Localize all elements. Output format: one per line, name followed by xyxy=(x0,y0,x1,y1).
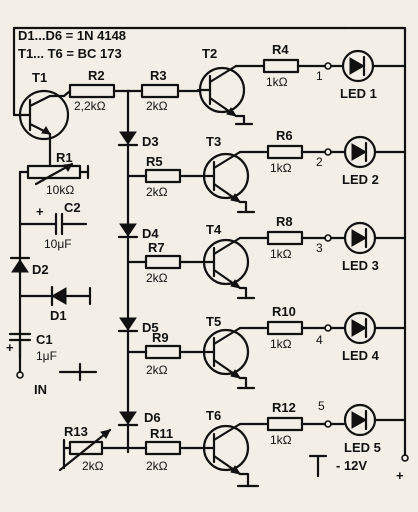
label-r7: R7 xyxy=(148,240,165,255)
label-r8: R8 xyxy=(276,214,293,229)
label-d3: D3 xyxy=(142,134,159,149)
label-t2: T2 xyxy=(202,46,217,61)
node-5: 5 xyxy=(318,399,325,413)
label-led5: LED 5 xyxy=(344,440,381,455)
wire-supply-positive xyxy=(343,26,407,457)
label-d5: D5 xyxy=(142,320,159,335)
label-r13-value: 2kΩ xyxy=(82,459,104,473)
label-r11: R11 xyxy=(150,426,173,441)
label-r2: R2 xyxy=(88,68,105,83)
emitter-grounds xyxy=(234,114,260,488)
label-t3: T3 xyxy=(206,134,221,149)
resistor-r3 xyxy=(140,83,180,99)
label-r6-value: 1kΩ xyxy=(270,161,292,175)
node-2: 2 xyxy=(316,155,323,169)
label-c2: C2 xyxy=(64,200,81,215)
label-r10: R10 xyxy=(272,304,296,319)
label-r9: R9 xyxy=(152,330,169,345)
label-d6: D6 xyxy=(144,410,161,425)
label-c2-value: 10μF xyxy=(44,237,72,251)
capacitor-c2 xyxy=(18,212,88,236)
label-r3-value: 2kΩ xyxy=(146,99,168,113)
label-r6: R6 xyxy=(276,128,293,143)
resistor-r2 xyxy=(68,83,116,99)
label-r1-value: 10kΩ xyxy=(46,183,74,197)
transistor-t4 xyxy=(184,236,250,290)
label-led3: LED 3 xyxy=(342,258,379,273)
label-r3: R3 xyxy=(150,68,167,83)
label-r10-value: 1kΩ xyxy=(270,337,292,351)
label-led4: LED 4 xyxy=(342,348,380,363)
label-led2: LED 2 xyxy=(342,172,379,187)
label-c1-value: 1μF xyxy=(36,349,57,363)
label-t1: T1 xyxy=(32,70,47,85)
label-r7-value: 2kΩ xyxy=(146,271,168,285)
supply-voltage: - 12V xyxy=(336,458,367,473)
led-branches xyxy=(234,49,407,437)
node-3: 3 xyxy=(316,241,323,255)
label-d1: D1 xyxy=(50,308,67,323)
capacitor-c1 xyxy=(8,332,32,379)
potentiometer-r13 xyxy=(58,428,130,472)
header-line1: D1...D6 = 1N 4148 xyxy=(18,28,126,43)
label-r12-value: 1kΩ xyxy=(270,433,292,447)
label-t6: T6 xyxy=(206,408,221,423)
label-r1: R1 xyxy=(56,150,73,165)
label-r4-value: 1kΩ xyxy=(266,75,288,89)
diode-d2 xyxy=(9,256,31,273)
label-r8-value: 1kΩ xyxy=(270,247,292,261)
label-r12: R12 xyxy=(272,400,296,415)
transistor-t2 xyxy=(196,64,246,118)
label-r9-value: 2kΩ xyxy=(146,363,168,377)
label-c1: C1 xyxy=(36,332,53,347)
c2-plus: + xyxy=(36,204,44,219)
label-r11-value: 2kΩ xyxy=(146,459,168,473)
label-r5-value: 2kΩ xyxy=(146,185,168,199)
diode-ladder xyxy=(117,131,188,456)
supply-plus: + xyxy=(396,468,404,483)
label-d4: D4 xyxy=(142,226,159,241)
input-label: IN xyxy=(34,382,47,397)
label-r2-value: 2,2kΩ xyxy=(74,99,106,113)
c1-plus: + xyxy=(6,340,14,355)
label-r13: R13 xyxy=(64,424,88,439)
label-r5: R5 xyxy=(146,154,163,169)
supply-terminal xyxy=(308,454,409,478)
label-t4: T4 xyxy=(206,222,222,237)
label-r4: R4 xyxy=(272,42,289,57)
transistor-t6 xyxy=(184,422,250,476)
header-line2: T1... T6 = BC 173 xyxy=(18,46,122,61)
label-d2: D2 xyxy=(32,262,49,277)
transistor-t3 xyxy=(184,150,250,204)
node-1: 1 xyxy=(316,69,323,83)
transistor-t5 xyxy=(184,326,250,380)
diode-d1 xyxy=(18,285,92,307)
node-4: 4 xyxy=(316,333,323,347)
label-led1: LED 1 xyxy=(340,86,377,101)
transistor-t1 xyxy=(12,89,70,141)
wire-top-left xyxy=(12,26,347,117)
label-t5: T5 xyxy=(206,314,221,329)
